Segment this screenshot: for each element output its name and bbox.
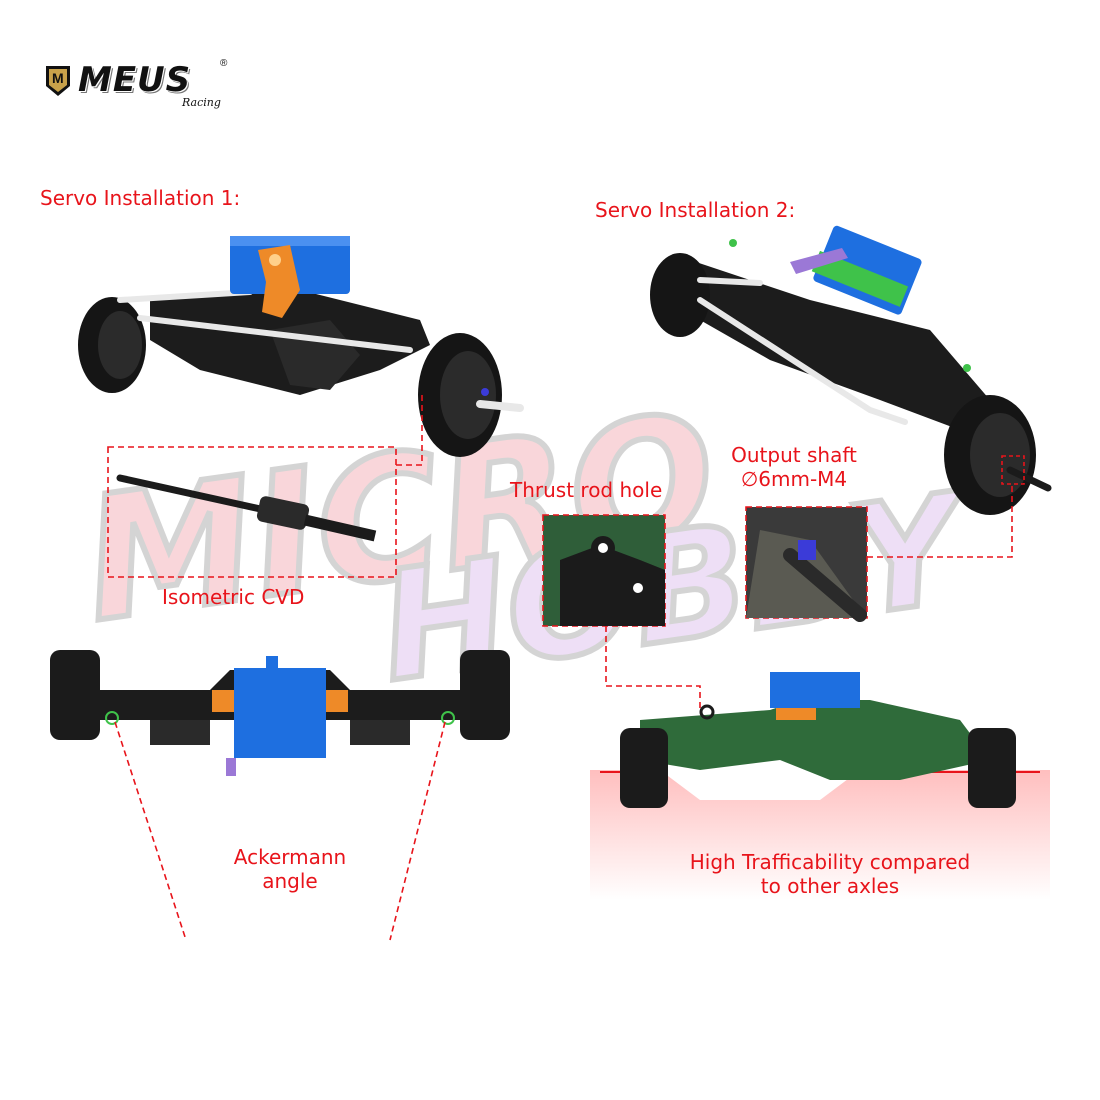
registered-mark: ® <box>220 58 228 69</box>
output-shaft-line-1: Output shaft <box>731 443 857 467</box>
brand-logo: M MEUS ® Racing <box>44 58 234 110</box>
output-shaft-label: Output shaft ∅6mm-M4 <box>724 443 864 491</box>
logo-wordmark: MEUS <box>78 60 192 100</box>
cvd-callout <box>107 395 423 578</box>
logo-badge-letter: M <box>52 70 64 86</box>
servo-installation-1-label: Servo Installation 1: <box>40 186 241 210</box>
trafficability-line-2: to other axles <box>760 874 900 898</box>
servo-4-icon <box>770 672 860 720</box>
servo-installation-2-label: Servo Installation 2: <box>595 198 796 222</box>
ackermann-line-2: angle <box>262 869 318 893</box>
cvd-shaft-icon <box>116 474 377 542</box>
output-shaft-line-2: ∅6mm-M4 <box>740 467 848 491</box>
trafficability-line-1: High Trafficability compared <box>689 850 971 874</box>
ackermann-line-1: Ackermann <box>233 845 347 869</box>
trafficability-label: High Trafficability compared to other ax… <box>640 850 1020 898</box>
thrust-rod-hole-label: Thrust rod hole <box>510 478 663 502</box>
thrust-rod-callout <box>542 514 701 710</box>
trafficability-axle-illustration <box>590 672 1050 900</box>
ackermann-axle-illustration <box>50 650 510 941</box>
isometric-cvd-label: Isometric CVD <box>162 585 305 609</box>
ackermann-angle-label: Ackermann angle <box>205 845 375 893</box>
axle-1-illustration <box>78 236 524 457</box>
logo-tagline: Racing <box>182 96 221 109</box>
axle-2-illustration <box>650 225 1052 515</box>
servo-2-icon <box>790 225 922 315</box>
output-shaft-callout <box>745 455 1025 622</box>
servo-3-icon <box>212 656 348 776</box>
shield-icon <box>46 66 70 96</box>
